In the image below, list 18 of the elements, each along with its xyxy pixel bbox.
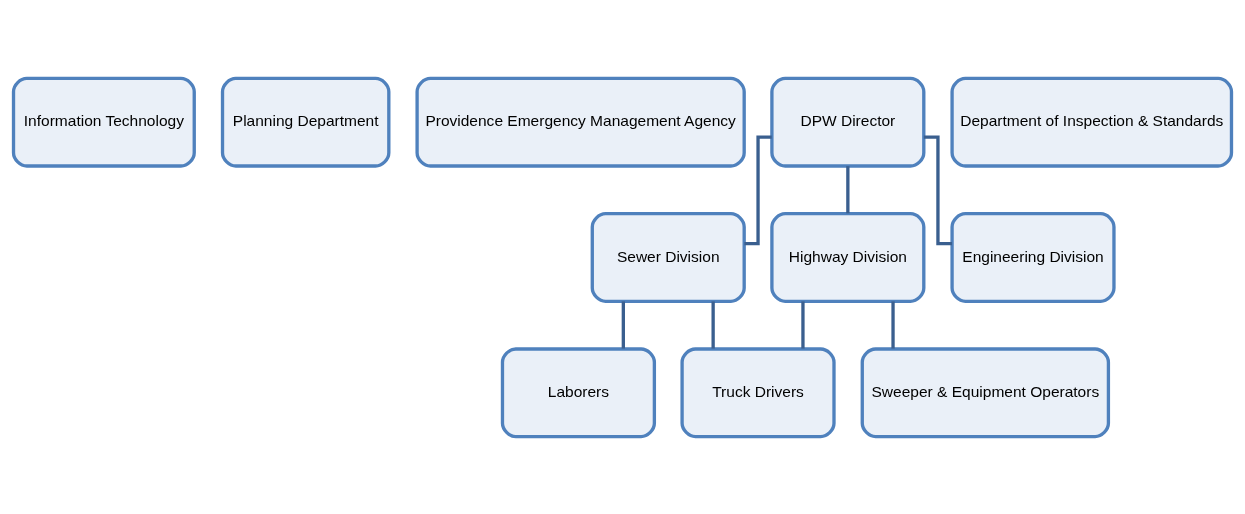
connector [801,300,805,349]
node-box: Laborers [500,346,657,438]
node-box: Information Technology [11,76,196,168]
connector [891,300,895,349]
node-box: Department of Inspection & Standards [950,76,1234,168]
node-box: Highway Division [770,211,926,303]
connector [711,300,715,349]
connector [846,165,850,213]
node-box: Providence Emergency Management Agency [415,76,746,168]
node-box: Truck Drivers [680,346,836,438]
node-box: Sewer Division [590,211,746,303]
node-box: Planning Department [220,76,391,168]
node-box: Sweeper & Equipment Operators [860,346,1111,438]
connector [923,135,952,245]
connector [744,135,772,245]
connector [621,300,625,349]
node-box: DPW Director [770,76,926,168]
node-box: Engineering Division [950,211,1116,303]
